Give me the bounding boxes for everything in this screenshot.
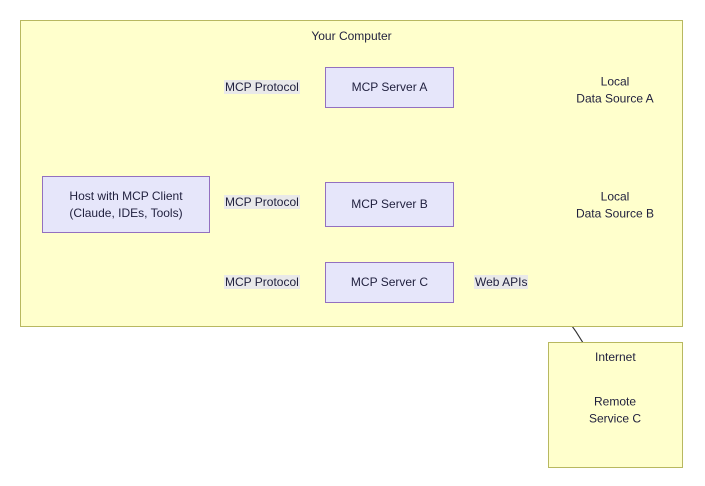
node-mcp-server-c[interactable]: MCP Server C bbox=[325, 262, 454, 303]
container-internet: Internet bbox=[548, 342, 683, 468]
node-mcp-server-b[interactable]: MCP Server B bbox=[325, 182, 454, 227]
node-remote-service-c-line2: Service C bbox=[588, 411, 641, 426]
node-remote-service-c[interactable]: Remote Service C bbox=[574, 374, 656, 442]
node-remote-service-c-line1: Remote bbox=[593, 394, 637, 409]
node-local-data-source-b-text: Local Data Source B bbox=[567, 189, 663, 223]
edge-label-mcp-protocol-b: MCP Protocol bbox=[224, 195, 300, 209]
edge-label-web-apis: Web APIs bbox=[474, 275, 529, 289]
node-host-line1: Host with MCP Client bbox=[69, 188, 183, 203]
node-local-data-source-a-text: Local Data Source A bbox=[567, 74, 663, 108]
node-mcp-server-a[interactable]: MCP Server A bbox=[325, 67, 454, 108]
node-local-data-source-a-line2: Data Source A bbox=[576, 91, 654, 106]
node-local-data-source-a[interactable]: Local Data Source A bbox=[567, 51, 663, 125]
node-local-data-source-b-line2: Data Source B bbox=[575, 206, 655, 221]
node-mcp-server-b-label: MCP Server B bbox=[351, 197, 428, 211]
node-local-data-source-b-line1: Local bbox=[600, 189, 630, 204]
edge-label-mcp-protocol-a: MCP Protocol bbox=[224, 80, 300, 94]
node-remote-service-c-text: Remote Service C bbox=[574, 394, 656, 428]
node-local-data-source-a-line1: Local bbox=[600, 74, 630, 89]
node-host-line2: (Claude, IDEs, Tools) bbox=[69, 205, 183, 220]
node-mcp-server-c-label: MCP Server C bbox=[350, 275, 429, 289]
edge-label-mcp-protocol-c: MCP Protocol bbox=[224, 275, 300, 289]
node-local-data-source-b[interactable]: Local Data Source B bbox=[567, 166, 663, 240]
node-host-with-mcp-client[interactable]: Host with MCP Client (Claude, IDEs, Tool… bbox=[42, 176, 210, 233]
node-mcp-server-a-label: MCP Server A bbox=[351, 80, 428, 94]
container-your-computer-label: Your Computer bbox=[311, 29, 392, 43]
container-internet-label: Internet bbox=[595, 350, 636, 364]
